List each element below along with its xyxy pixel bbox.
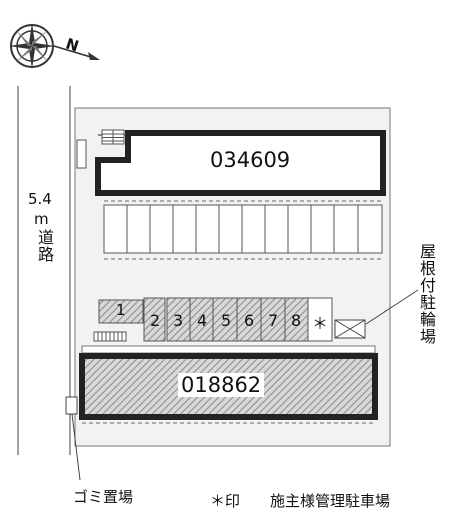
parking-space-7 <box>260 297 286 342</box>
parking-space-5 <box>212 297 238 342</box>
legend-mark: ＊印 <box>210 492 241 510</box>
vent-icon <box>93 331 127 342</box>
parking-label-6: 6 <box>244 311 255 330</box>
parking-label-8: 8 <box>291 311 302 330</box>
building-034609 <box>95 130 386 196</box>
compass-rose-icon: N <box>4 18 104 74</box>
parking-space-2 <box>143 297 166 342</box>
parking-label-5: 5 <box>221 311 232 330</box>
road-width-label: 5.4 <box>28 190 52 208</box>
parking-label-2: 2 <box>150 311 161 330</box>
parking-label-7: 7 <box>268 311 279 330</box>
bicycle-parking-label: 屋根付駐輪場 <box>417 243 436 345</box>
bicycle-parking-box <box>334 319 366 339</box>
road-name-label: 道路 <box>35 229 54 263</box>
bicycle-leader-line <box>365 289 419 325</box>
building-018862-label: 018862 <box>178 373 265 397</box>
wall-marker <box>76 139 87 169</box>
garbage-label: ゴミ置場 <box>73 488 134 506</box>
parking-label-4: 4 <box>197 311 208 330</box>
legend-text: 施主様管理駐車場 <box>270 492 391 510</box>
upper-parking-row <box>103 204 383 254</box>
building-018862-eave <box>81 345 376 354</box>
parking-label-owner: ＊ <box>312 314 329 333</box>
garbage-leader-line <box>71 413 81 481</box>
road-unit-label: m <box>34 210 49 228</box>
parking-space-owner <box>307 297 333 342</box>
building-034609-label: 034609 <box>210 148 291 172</box>
parking-label-1: 1 <box>116 301 126 319</box>
parking-label-3: 3 <box>173 311 184 330</box>
stairs-icon <box>101 129 125 145</box>
garbage-area <box>65 396 78 415</box>
parking-space-1 <box>98 299 144 324</box>
